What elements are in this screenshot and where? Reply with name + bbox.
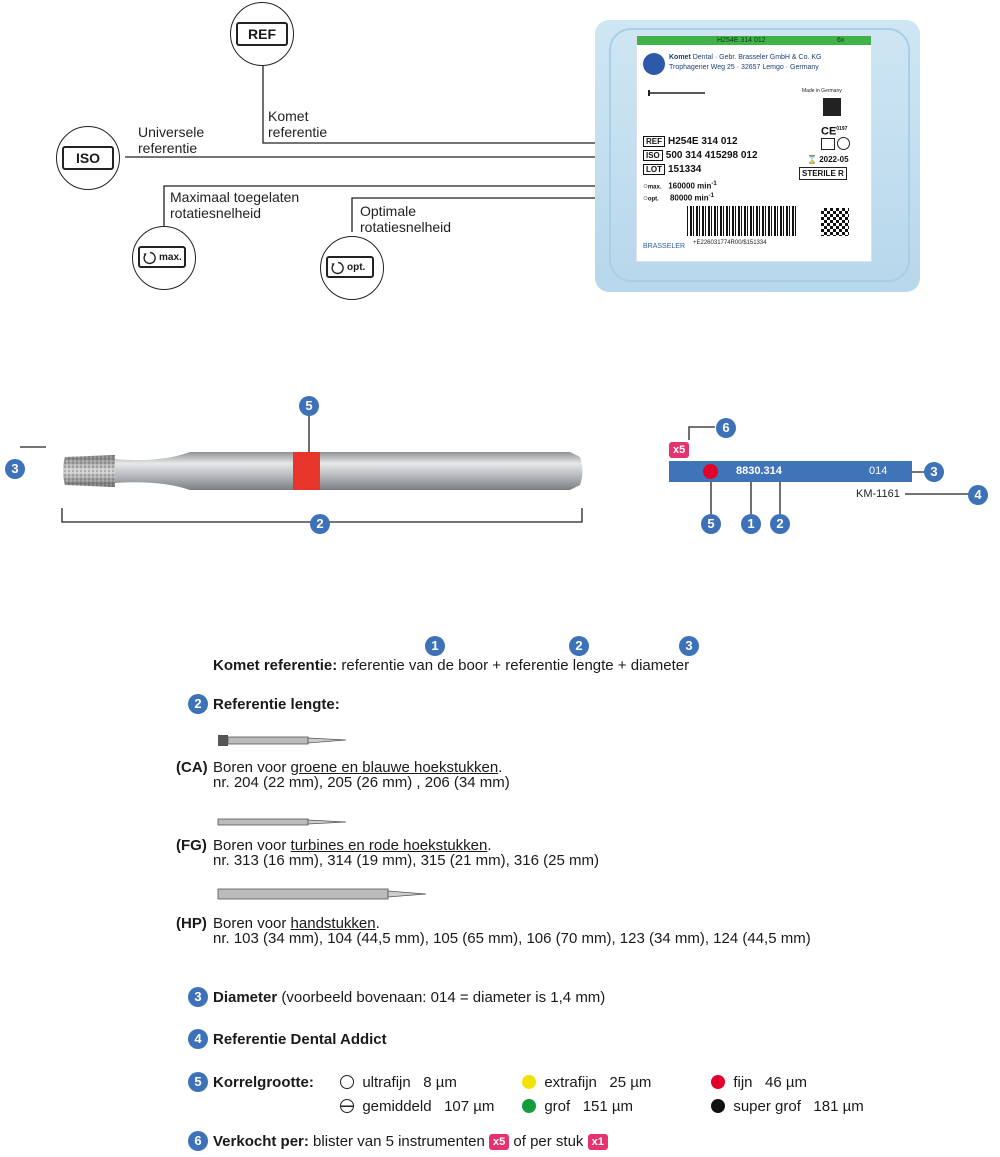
iso-circle: ISO <box>56 126 120 190</box>
fg-bur-icon <box>217 818 347 826</box>
legend-badge-1: 1 <box>425 636 445 656</box>
barcode <box>687 206 797 236</box>
rotation-icon <box>331 261 344 275</box>
fg-code: (FG) <box>176 837 207 854</box>
korrel-title: Korrelgrootte: <box>213 1074 314 1091</box>
opt-speed-box: opt. <box>326 256 374 278</box>
rotation-icon <box>143 251 156 265</box>
grit-super-grof: super grof 181 µm <box>711 1098 864 1115</box>
maker-line1: Komet Dental · Gebr. Brasseler GmbH & Co… <box>669 54 822 61</box>
badge-6-sold: 6 <box>716 418 736 438</box>
badge-x5: x5 <box>488 1134 510 1151</box>
sterile-mark: STERILE R <box>799 167 847 180</box>
grit-grof: grof 151 µm <box>522 1098 633 1115</box>
legend-badge-korrel: 5 <box>188 1072 208 1092</box>
badge-3-diameter: 3 <box>5 459 25 479</box>
brand-name: BRASSELER <box>643 243 686 250</box>
iso-label: Universele referentie <box>138 124 205 156</box>
blister-badge: x5 <box>669 442 690 458</box>
ref-box: REF <box>236 22 288 46</box>
label-diameter: 014 <box>869 465 888 477</box>
iso-box: ISO <box>62 146 114 170</box>
legend-badge-da: 4 <box>188 1029 208 1049</box>
bur-illustration <box>20 415 583 523</box>
ref-circle: REF <box>230 2 294 66</box>
strip-code: H254E 314 012 <box>717 37 766 44</box>
legend-badge-3: 3 <box>679 636 699 656</box>
badge-4-km: 4 <box>968 485 988 505</box>
datamatrix-code <box>821 208 849 236</box>
grit-fijn: fijn 46 µm <box>711 1074 807 1091</box>
ce-mark: CE0197 <box>821 125 848 138</box>
grit-gemiddeld: gemiddeld 107 µm <box>340 1098 494 1115</box>
grit-dot <box>703 464 718 479</box>
made-in: Made in Germany <box>802 88 842 94</box>
badge-5-ring: 5 <box>299 396 319 416</box>
hp-description: Boren voor handstukken. <box>213 915 380 932</box>
no-reuse-icon <box>837 137 850 150</box>
package-label: H254E 314 012 6x Komet Dental · Gebr. Br… <box>637 36 871 261</box>
ca-description: Boren voor groene en blauwe hoekstukken. <box>213 759 503 776</box>
diameter-line: Diameter (voorbeeld bovenaan: 014 = diam… <box>213 989 606 1006</box>
barcode-text: +E226031774R00/$151334 <box>693 240 767 246</box>
ca-sizes: nr. 204 (22 mm), 205 (26 mm) , 206 (34 m… <box>213 774 510 791</box>
km-reference: KM-1161 <box>856 488 900 500</box>
maker-line2: Trophagener Weg 25 · 32657 Lemgo · Germa… <box>669 64 819 71</box>
bur-shank <box>190 452 570 490</box>
grit-ultrafijn: ultrafijn 8 µm <box>340 1074 457 1091</box>
hp-code: (HP) <box>176 915 207 932</box>
ref-label: Komet referentie <box>268 108 328 140</box>
label-code: 8830.314 <box>736 465 782 477</box>
pkg-max-row: ○max. 160000 min-1 <box>643 181 717 191</box>
ca-bur-icon <box>218 735 347 746</box>
grit-ring <box>293 452 320 490</box>
sold-per-line: Verkocht per: blister van 5 instrumenten… <box>213 1133 608 1151</box>
blister-label-bar: 8830.314 014 <box>669 461 912 482</box>
max-icon-text: max. <box>159 252 182 263</box>
max-speed-label: Maximaal toegelaten rotatiesnelheid <box>170 189 300 221</box>
bur-neck <box>115 452 190 490</box>
strip-qty: 6x <box>837 37 845 44</box>
badge-2-code: 2 <box>770 514 790 534</box>
fg-sizes: nr. 313 (16 mm), 314 (19 mm), 315 (21 mm… <box>213 852 599 869</box>
max-speed-circle: max. <box>132 226 196 290</box>
manufacturer-icon <box>823 98 841 116</box>
hp-bur-icon <box>217 888 427 900</box>
dental-addict-title: Referentie Dental Addict <box>213 1031 387 1048</box>
legend-badge-lengte: 2 <box>188 694 208 714</box>
label-green-strip <box>637 36 871 45</box>
grit-extrafijn: extrafijn 25 µm <box>522 1074 651 1091</box>
product-package: H254E 314 012 6x Komet Dental · Gebr. Br… <box>595 20 920 292</box>
blister-frame <box>609 28 910 282</box>
hp-sizes: nr. 103 (34 mm), 104 (44,5 mm), 105 (65 … <box>213 930 811 947</box>
pkg-opt-row: ○opt. 80000 min-1 <box>643 193 715 203</box>
opt-speed-label: Optimale rotatiesnelheid <box>360 203 452 235</box>
opt-icon-text: opt. <box>347 262 366 273</box>
komet-reference-line: Komet referentie: referentie van de boor… <box>213 657 690 674</box>
legend-badge-diameter: 3 <box>188 987 208 1007</box>
max-speed-box: max. <box>138 246 186 268</box>
opt-speed-circle: opt. <box>320 236 384 300</box>
badge-3-label: 3 <box>924 462 944 482</box>
badge-5-dot: 5 <box>701 514 721 534</box>
expiry-date: ⌛ 2022-05 <box>807 155 849 164</box>
badge-x1: x1 <box>587 1134 608 1151</box>
bur-pictogram <box>648 90 705 96</box>
ca-code: (CA) <box>176 759 208 776</box>
badge-2-length: 2 <box>310 514 330 534</box>
komet-logo <box>643 53 665 75</box>
lengte-title: Referentie lengte: <box>213 696 340 713</box>
instructions-icon <box>821 138 835 150</box>
badge-1-code: 1 <box>741 514 761 534</box>
legend-badge-2: 2 <box>569 636 589 656</box>
bur-end <box>570 452 583 490</box>
legend-badge-sold: 6 <box>188 1131 208 1151</box>
fg-description: Boren voor turbines en rode hoekstukken. <box>213 837 492 854</box>
